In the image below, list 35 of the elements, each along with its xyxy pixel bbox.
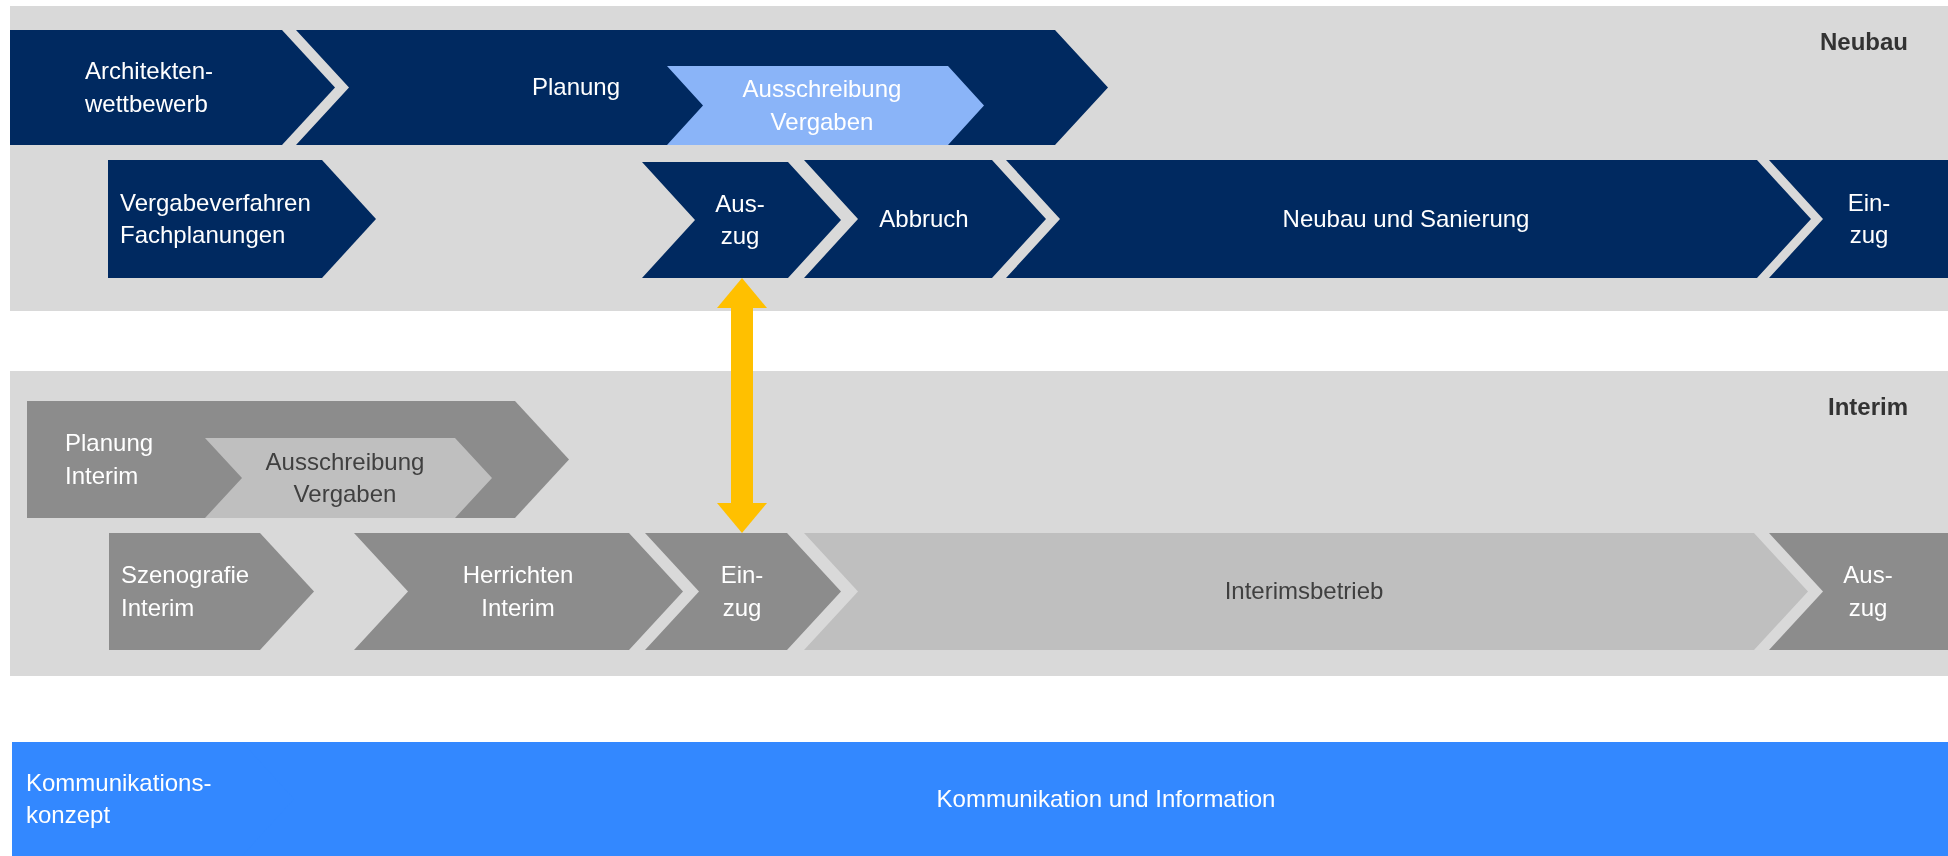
- phase-label: Architekten- wettbewerb: [85, 56, 215, 119]
- phase-block: [804, 533, 1808, 650]
- phase-block: [205, 438, 492, 518]
- phase-label: Kommunikations- konzept: [26, 767, 213, 830]
- phase-block: [1769, 533, 1948, 650]
- phase-label: Szenografie Interim: [121, 560, 251, 623]
- band-heading: Neubau: [1820, 28, 1908, 56]
- phase-label: Planung Interim: [65, 428, 155, 491]
- phase-block: [108, 160, 376, 278]
- phase-band: [10, 371, 1948, 676]
- phase-block: [645, 533, 841, 650]
- phase-block: [27, 401, 569, 518]
- phase-label: Neubau und Sanierung: [1282, 203, 1530, 234]
- double-arrow: [717, 278, 767, 533]
- phase-label: Ein- zug: [719, 560, 765, 623]
- phase-block: [667, 66, 984, 145]
- phase-block: [109, 533, 314, 650]
- phase-label: Ausschreibung Vergaben: [264, 446, 426, 509]
- phase-label: Abbruch: [879, 203, 969, 234]
- phase-block: [10, 30, 335, 145]
- phase-label: Aus- zug: [1842, 560, 1894, 623]
- phase-block: [1769, 160, 1948, 278]
- phase-block: [804, 160, 1046, 278]
- phase-label: Kommunikation und Information: [936, 783, 1276, 814]
- phase-label: Herrichten Interim: [461, 560, 575, 623]
- band-heading: Interim: [1828, 393, 1908, 421]
- phase-block: [354, 533, 683, 650]
- phase-label: Aus- zug: [714, 188, 766, 251]
- phase-band: [10, 6, 1948, 311]
- phase-label: Planung: [531, 72, 621, 103]
- phase-block: [642, 162, 841, 278]
- phase-label: Ausschreibung Vergaben: [741, 74, 903, 137]
- phase-label: Vergabeverfahren Fachplanungen: [120, 187, 312, 250]
- phase-label: Ein- zug: [1846, 187, 1892, 250]
- phase-label: Interimsbetrieb: [1224, 576, 1384, 607]
